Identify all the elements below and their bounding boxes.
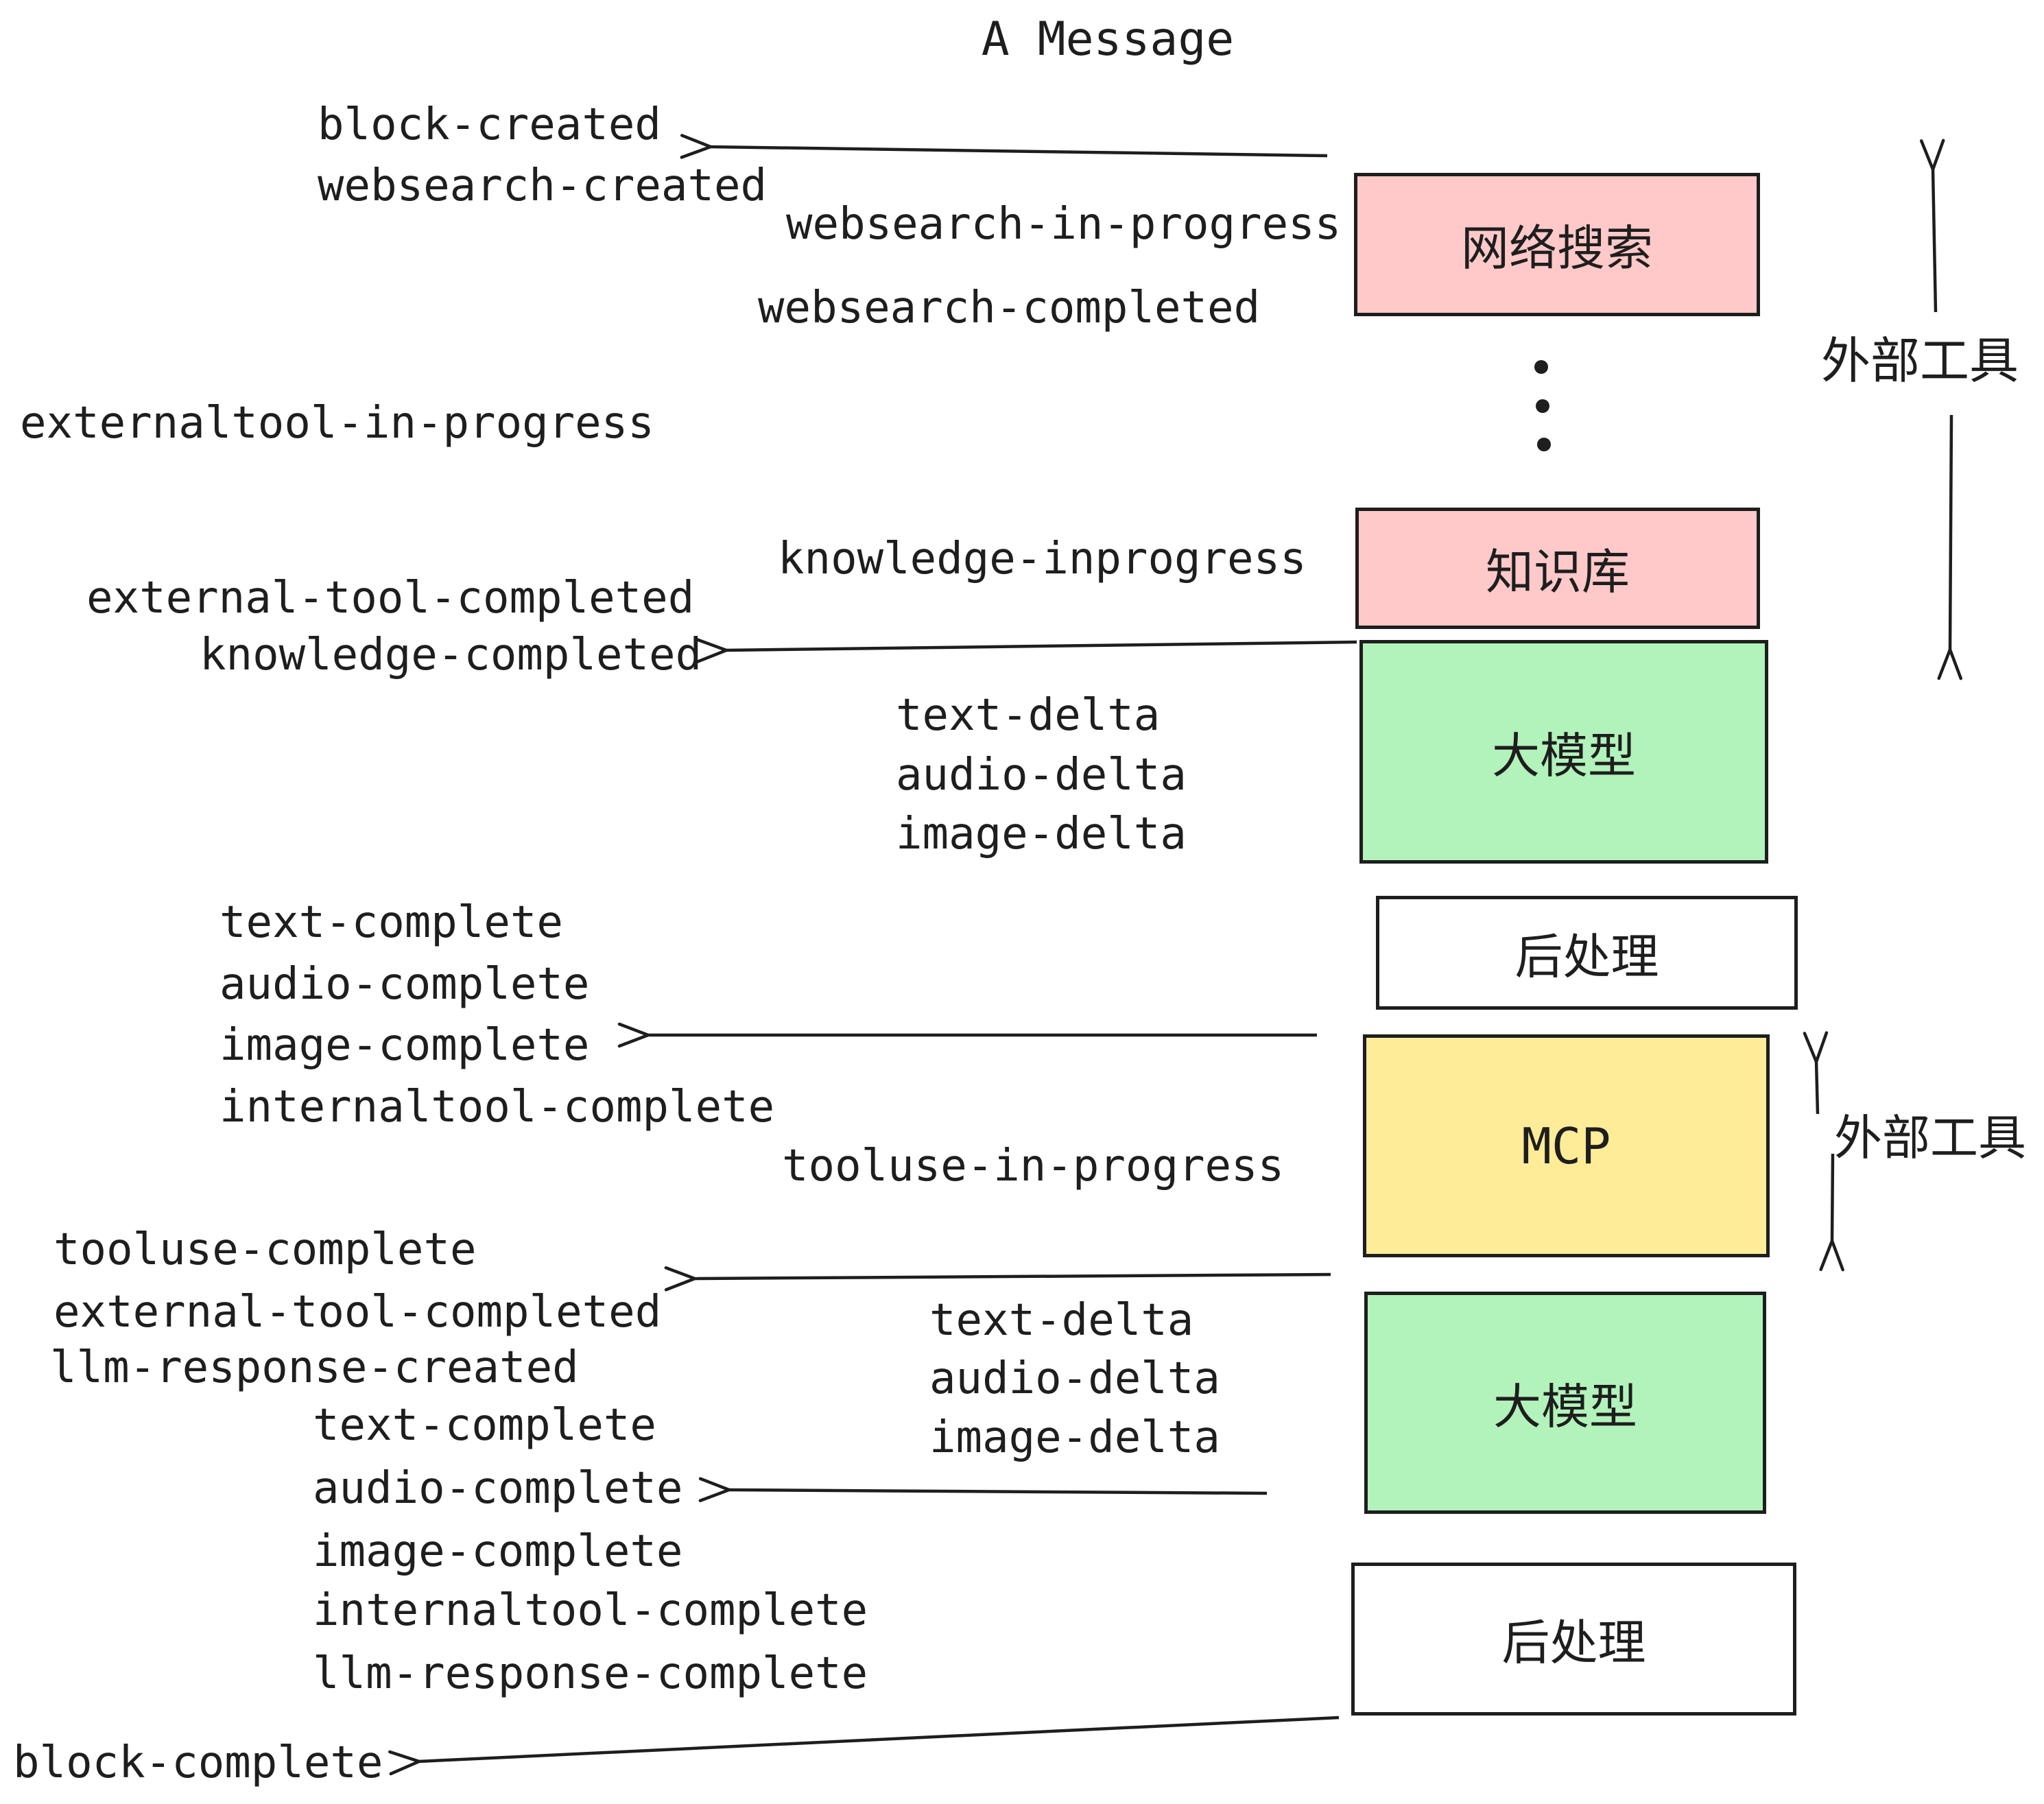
event-text-complete-2: text-complete — [313, 1400, 656, 1451]
box-llm-2-label: 大模型 — [1493, 1378, 1637, 1435]
event-text-delta-2: text-delta — [929, 1295, 1194, 1346]
arrow-external-tools-down-1 — [1950, 414, 1951, 650]
box-postprocess-1-label: 后处理 — [1514, 928, 1659, 985]
event-text-complete-1: text-complete — [219, 897, 563, 948]
event-websearch-in-progress: websearch-in-progress — [786, 199, 1342, 250]
event-image-complete-2: image-complete — [313, 1526, 683, 1577]
box-mcp: MCP — [1363, 1034, 1770, 1257]
page-title: A Message — [981, 12, 1235, 67]
event-text-delta-1: text-delta — [896, 690, 1161, 741]
event-block-created: block-created — [318, 99, 661, 150]
arrow-external-tools-down-2 — [1832, 1153, 1833, 1242]
vertical-ellipsis-icon — [1534, 360, 1551, 451]
arrow-knowledge-completed — [726, 642, 1357, 650]
box-postprocess-2-label: 后处理 — [1501, 1615, 1646, 1671]
event-audio-complete-2: audio-complete — [313, 1463, 683, 1514]
external-tools-label-top: 外部工具 — [1821, 332, 2019, 390]
event-websearch-completed: websearch-completed — [758, 283, 1261, 333]
event-tooluse-complete: tooluse-complete — [54, 1224, 477, 1275]
arrow-block-complete — [418, 1716, 1340, 1761]
event-external-tool-completed-2: external-tool-completed — [54, 1287, 662, 1338]
event-websearch-created: websearch-created — [318, 161, 768, 211]
event-knowledge-inprogress: knowledge-inprogress — [778, 534, 1307, 584]
box-llm-1-label: 大模型 — [1492, 727, 1636, 784]
box-knowledge-label: 知识库 — [1486, 544, 1630, 600]
event-audio-complete-1: audio-complete — [219, 959, 590, 1010]
event-audio-delta-1: audio-delta — [896, 750, 1187, 800]
event-tooluse-in-progress: tooluse-in-progress — [782, 1141, 1285, 1191]
external-tools-label-mcp: 外部工具 — [1834, 1110, 2026, 1166]
box-llm-2: 大模型 — [1364, 1292, 1766, 1514]
event-image-complete-1: image-complete — [219, 1020, 590, 1071]
event-internaltool-complete-1: internaltool-complete — [219, 1082, 775, 1132]
event-externaltool-in-progress: externaltool-in-progress — [20, 398, 654, 449]
arrow-external-tools-up-1 — [1933, 169, 1936, 313]
box-mcp-label: MCP — [1521, 1117, 1611, 1175]
arrow-websearch-created — [710, 147, 1328, 156]
box-knowledge: 知识库 — [1355, 508, 1760, 629]
event-internaltool-complete-2: internaltool-complete — [313, 1585, 868, 1636]
box-llm-1: 大模型 — [1359, 640, 1768, 864]
event-image-delta-2: image-delta — [929, 1412, 1220, 1463]
event-image-delta-1: image-delta — [896, 809, 1187, 859]
box-postprocess-1: 后处理 — [1376, 896, 1798, 1010]
event-llm-response-created: llm-response-created — [50, 1342, 579, 1393]
arrow-audio-complete — [728, 1490, 1268, 1493]
event-external-tool-completed: external-tool-completed — [86, 573, 695, 624]
event-audio-delta-2: audio-delta — [929, 1353, 1220, 1404]
event-llm-response-complete: llm-response-complete — [313, 1648, 868, 1699]
arrow-external-tools-up-2 — [1816, 1061, 1818, 1115]
box-websearch-label: 网络搜索 — [1461, 220, 1653, 276]
arrow-tooluse-complete — [694, 1274, 1331, 1279]
box-websearch: 网络搜索 — [1354, 173, 1760, 316]
box-postprocess-2: 后处理 — [1351, 1563, 1796, 1716]
event-block-complete: block-complete — [13, 1737, 383, 1788]
event-knowledge-completed: knowledge-completed — [200, 630, 702, 680]
